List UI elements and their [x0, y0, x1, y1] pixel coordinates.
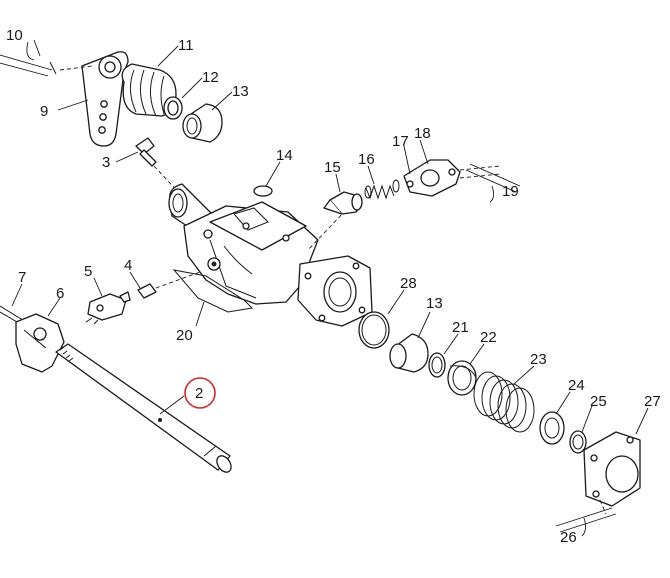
- label-3: 3: [102, 154, 110, 171]
- label-2: 2: [195, 385, 203, 402]
- label-12: 12: [202, 69, 219, 86]
- part-26-line: [555, 507, 617, 537]
- part-17-18-cover: [403, 159, 501, 197]
- part-11-boot: [121, 63, 177, 117]
- part-28-oring: [358, 311, 390, 349]
- part-27-flange: [583, 431, 641, 515]
- part-number-labels: 10 11 12 13 9 3 14 15 16 17 18 19 4 5 6 …: [6, 27, 661, 546]
- part-13-bushing-lower: [389, 333, 429, 373]
- label-22: 22: [480, 329, 497, 346]
- leader-lines: [11, 39, 649, 435]
- label-21: 21: [452, 319, 469, 336]
- label-4: 4: [124, 257, 132, 274]
- label-13-upper: 13: [232, 83, 249, 100]
- label-25: 25: [590, 393, 607, 410]
- part-23-spring: [473, 371, 535, 433]
- part-13-bushing-upper: [182, 103, 223, 143]
- label-26: 26: [560, 529, 577, 546]
- part-21-ring: [428, 352, 446, 378]
- label-27: 27: [644, 393, 661, 410]
- part-16-spring: [364, 179, 400, 200]
- part-2-shaft: [55, 343, 232, 473]
- label-24: 24: [568, 377, 585, 394]
- label-28: 28: [400, 275, 417, 292]
- part-22-seal: [447, 360, 477, 396]
- label-20: 20: [176, 327, 193, 344]
- part-6-yoke: [15, 313, 65, 373]
- part-15-plunger: [323, 191, 363, 215]
- label-13-lower: 13: [426, 295, 443, 312]
- label-6: 6: [56, 285, 64, 302]
- part-14-plug: [253, 185, 273, 197]
- label-18: 18: [414, 125, 431, 142]
- part-5-switch: [85, 291, 131, 325]
- part-25-ring: [569, 430, 587, 454]
- label-7: 7: [18, 269, 26, 286]
- highlight-circle: [184, 377, 216, 409]
- label-14: 14: [276, 147, 293, 164]
- label-9: 9: [40, 103, 48, 120]
- label-15: 15: [324, 159, 341, 176]
- label-10: 10: [6, 27, 23, 44]
- part-12-ring: [163, 96, 183, 120]
- label-16: 16: [358, 151, 375, 168]
- steering-housing: [168, 183, 373, 327]
- label-17: 17: [392, 133, 409, 150]
- label-23: 23: [530, 351, 547, 368]
- part-19-line: [465, 163, 521, 203]
- part-24-washer: [539, 411, 565, 445]
- part-3-bolt: [135, 137, 183, 197]
- part-9-lever: [59, 51, 129, 147]
- part-4-bolt: [137, 271, 201, 299]
- label-11: 11: [178, 37, 194, 54]
- label-5: 5: [84, 263, 92, 280]
- part-10-shaft-end: [0, 41, 57, 77]
- label-19: 19: [502, 183, 519, 200]
